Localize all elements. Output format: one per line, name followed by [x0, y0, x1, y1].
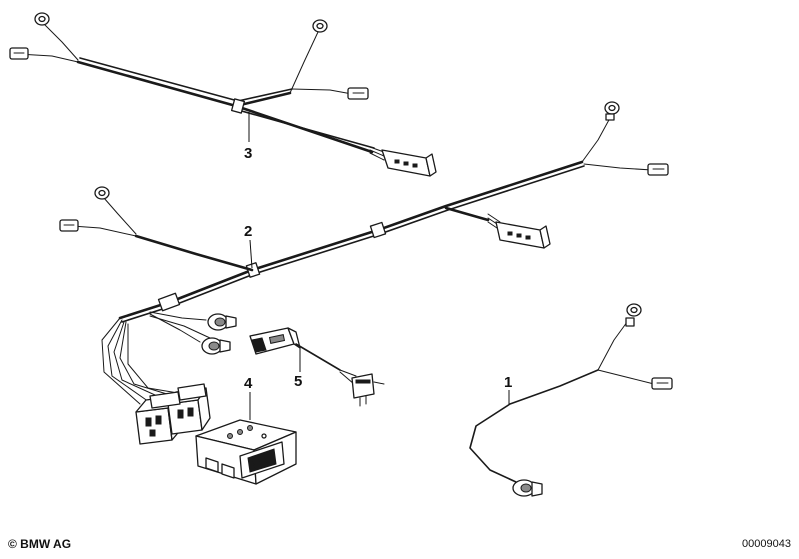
ring-terminal	[625, 303, 642, 327]
svg-text:3: 3	[244, 145, 252, 162]
callout-5: 5	[294, 348, 302, 390]
spade-terminal	[651, 377, 673, 390]
callout-4: 4	[244, 375, 253, 420]
harness-2	[59, 101, 669, 445]
spade-terminal	[59, 219, 79, 232]
ring-terminal	[312, 19, 328, 33]
multi-pin-connector	[369, 146, 437, 177]
bulb-socket	[512, 479, 543, 497]
cable-part-5	[249, 327, 385, 407]
callout-1: 1	[504, 374, 512, 404]
harness-1	[469, 303, 673, 497]
bulb-socket	[201, 337, 231, 355]
callout-3: 3	[244, 112, 252, 162]
spade-terminal	[647, 163, 669, 176]
svg-text:4: 4	[244, 375, 253, 392]
svg-text:2: 2	[244, 223, 252, 240]
plug	[351, 373, 375, 407]
bulb-socket	[207, 313, 237, 331]
spade-terminal	[347, 87, 369, 100]
svg-text:5: 5	[294, 373, 302, 390]
spade-terminal	[9, 47, 29, 60]
callout-2: 2	[244, 223, 253, 269]
ring-terminal	[604, 101, 620, 121]
ring-terminal	[34, 12, 50, 26]
multi-pin-connector	[495, 221, 551, 249]
switch-part-4	[195, 419, 297, 485]
switch-connector-block	[149, 383, 207, 409]
svg-text:1: 1	[504, 374, 512, 391]
ring-terminal	[94, 186, 110, 200]
harness-3	[9, 12, 437, 177]
copyright-label: © BMW AG	[8, 537, 72, 551]
document-number: 00009043	[742, 538, 791, 550]
